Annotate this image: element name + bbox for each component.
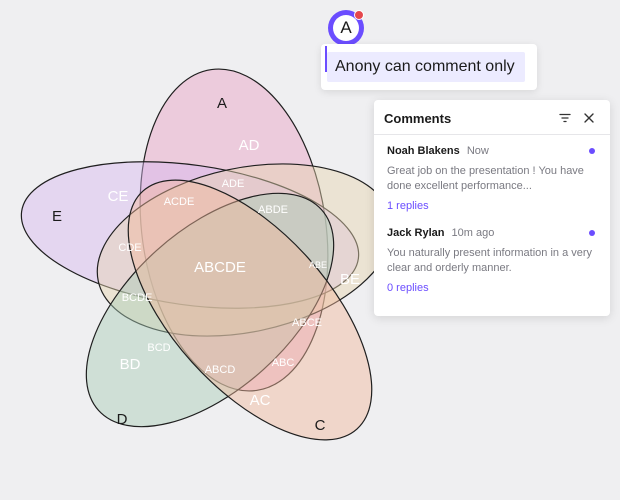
comment-body: Great job on the presentation ! You have… [387,165,584,192]
set-ellipse-a[interactable] [120,57,347,403]
region-label-abe: ABE [309,260,327,270]
set-ellipse-c[interactable] [85,139,415,481]
permission-tooltip: Anony can comment only [321,44,537,90]
set-label-d: D [117,411,128,428]
region-label-abcde: ABCDE [194,259,246,276]
region-label-abcd: ABCD [205,364,236,376]
comment-time: 10m ago [451,227,495,239]
status-dot [354,10,364,20]
comment-time: Now [466,145,489,157]
set-label-c: C [315,417,326,434]
text-cursor [325,46,327,72]
comment-item[interactable]: Jack Rylan 10m ago You naturally present… [387,227,599,294]
avatar-letter: A [333,15,359,41]
region-label-abc: ABC [272,357,295,369]
region-label-abce: ABCE [292,317,322,329]
set-ellipse-e[interactable] [12,142,368,328]
replies-link[interactable]: 1 replies [387,200,429,212]
region-label-bd: BD [120,356,141,373]
region-label-cde: CDE [118,242,141,254]
panel-divider [374,134,610,135]
comment-author: Noah Blakens [387,145,460,157]
comments-panel: Comments Noah Blakens Now Great job on t… [374,100,610,316]
set-label-a: A [217,95,227,112]
region-label-ad: AD [239,137,260,154]
unread-dot [589,148,595,154]
panel-title: Comments [384,111,452,126]
comment-author: Jack Rylan [387,227,445,239]
region-label-bcd: BCD [147,342,170,354]
set-label-e: E [52,208,62,225]
comment-item[interactable]: Noah Blakens Now Great job on the presen… [387,145,599,212]
region-label-ac: AC [250,392,271,409]
comment-header: Noah Blakens Now [387,145,599,159]
filter-icon[interactable] [558,111,572,125]
region-label-bcde: BCDE [122,292,153,304]
close-icon[interactable] [582,111,596,125]
region-label-ce: CE [108,188,129,205]
tooltip-highlight [327,52,525,82]
region-label-abde: ABDE [258,204,288,216]
region-label-be: BE [340,271,360,288]
replies-link[interactable]: 0 replies [387,282,429,294]
region-label-ade: ADE [222,178,245,190]
comment-body: You naturally present information in a v… [387,247,593,274]
region-label-acde: ACDE [164,196,195,208]
tooltip-text: Anony can comment only [335,58,515,75]
user-avatar[interactable]: A [328,10,364,46]
set-ellipse-d[interactable] [45,150,375,470]
unread-dot [589,230,595,236]
comment-header: Jack Rylan 10m ago [387,227,599,241]
